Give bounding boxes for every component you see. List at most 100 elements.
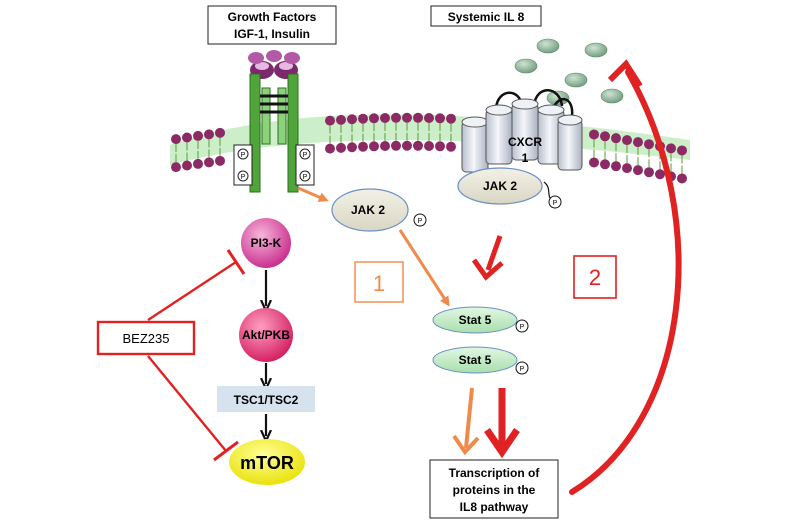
growth-factors-subtitle: IGF-1, Insulin — [234, 27, 310, 41]
cxcr-label: CXCR — [508, 135, 542, 149]
svg-text:2: 2 — [589, 265, 601, 290]
lipid-head — [435, 141, 445, 152]
lipid-head — [589, 129, 599, 140]
lipid-head — [325, 143, 335, 154]
lipid-head — [369, 113, 379, 124]
svg-text:mTOR: mTOR — [240, 453, 294, 473]
phospho-label: P — [303, 152, 308, 159]
growth-factor-receptor: P P P P — [233, 50, 315, 193]
phospho-label: P — [241, 174, 246, 181]
lipid-head — [644, 167, 654, 178]
lipid-head — [622, 163, 632, 174]
cxcr1-receptor: CXCR 1 JAK 2 P — [457, 89, 583, 209]
svg-text:Stat 5: Stat 5 — [459, 313, 492, 327]
svg-text:1: 1 — [373, 271, 385, 296]
svg-text:Akt/PKB: Akt/PKB — [242, 328, 290, 342]
lipid-head — [600, 131, 610, 142]
lipid-head — [171, 134, 181, 145]
lipid-head — [380, 140, 390, 151]
red-feedback-arrow — [569, 59, 682, 495]
il8-particle — [600, 88, 624, 104]
lipid-head — [424, 112, 434, 123]
akt-node: Akt/PKB — [239, 308, 293, 362]
svg-text:Stat 5: Stat 5 — [459, 353, 492, 367]
bez235-inhibitor: BEZ235 — [96, 249, 246, 462]
jak2-receptor-bound — [457, 167, 543, 205]
systemic-il8-label: Systemic IL 8 — [430, 5, 542, 27]
growth-factors-label: Growth Factors IGF-1, Insulin — [207, 5, 337, 45]
mtor-node: mTOR — [229, 439, 305, 485]
stat5-phosphorylated-bottom: Stat 5 P — [432, 346, 529, 375]
lipid-head — [204, 129, 214, 140]
lipid-head — [611, 161, 621, 172]
lipid-head — [633, 137, 643, 148]
jak2-free: JAK 2 P — [331, 188, 427, 232]
svg-text:IL8 pathway: IL8 pathway — [460, 500, 529, 514]
orange-arrow-to-transcription — [452, 387, 480, 456]
transcription-box: Transcription of proteins in the IL8 pat… — [429, 459, 559, 519]
path-1-box: 1 — [354, 261, 404, 303]
lipid-head — [193, 130, 203, 141]
lipid-head — [347, 114, 357, 125]
cxcr-label-number: 1 — [522, 151, 529, 165]
tsc-node: TSC1/TSC2 — [217, 386, 315, 412]
lipid-head — [215, 127, 225, 138]
arrow-jak2-to-stat5 — [398, 229, 450, 307]
phospho-label: P — [553, 200, 558, 207]
svg-text:PI3-K: PI3-K — [251, 236, 282, 250]
lipid-head — [336, 142, 346, 153]
svg-text:Systemic IL 8: Systemic IL 8 — [448, 10, 525, 24]
lipid-head — [182, 160, 192, 171]
lipid-head — [391, 140, 401, 151]
il8-particle — [514, 58, 538, 74]
lipid-head — [666, 143, 676, 154]
lipid-head — [611, 133, 621, 144]
lipid-head — [446, 113, 456, 124]
lipid-head — [358, 113, 368, 124]
path-2-box: 2 — [573, 255, 617, 299]
lipid-head — [413, 112, 423, 123]
lipid-head — [182, 132, 192, 143]
growth-factors-title: Growth Factors — [228, 10, 317, 24]
lipid-head — [347, 142, 357, 153]
lipid-head — [413, 140, 423, 151]
lipid-head — [193, 158, 203, 169]
svg-text:BEZ235: BEZ235 — [123, 331, 170, 346]
lipid-head — [369, 141, 379, 152]
lipid-head — [435, 113, 445, 124]
phospho-label: P — [303, 174, 308, 181]
svg-text:JAK 2: JAK 2 — [483, 179, 517, 193]
phospho-label: P — [241, 152, 246, 159]
lipid-head — [589, 157, 599, 168]
lipid-head — [424, 140, 434, 151]
phospho-label: P — [418, 218, 423, 225]
lipid-head — [677, 145, 687, 156]
lipid-head — [380, 112, 390, 123]
svg-text:TSC1/TSC2: TSC1/TSC2 — [234, 393, 299, 407]
il8-particle — [584, 42, 608, 58]
red-arrow-to-transcription — [484, 388, 520, 459]
pi3k-node: PI3-K — [241, 218, 291, 268]
lipid-head — [336, 114, 346, 125]
lipid-head — [633, 165, 643, 176]
lipid-head — [358, 141, 368, 152]
lipid-head — [600, 159, 610, 170]
lipid-head — [171, 162, 181, 173]
lipid-head — [325, 115, 335, 126]
lipid-head — [402, 140, 412, 151]
lipid-head — [391, 112, 401, 123]
lipid-head — [402, 112, 412, 123]
lipid-head — [622, 135, 632, 146]
lipid-head — [446, 141, 456, 152]
red-arrow-cxcr-down — [471, 235, 504, 281]
il8-particle — [546, 90, 570, 106]
svg-text:proteins in the: proteins in the — [453, 483, 536, 497]
stat5-phosphorylated-top: Stat 5 P — [432, 306, 529, 334]
lipid-head — [677, 173, 687, 184]
svg-text:Transcription of: Transcription of — [449, 466, 541, 480]
lipid-head — [215, 155, 225, 166]
phospho-label: P — [520, 324, 525, 331]
arrow-receptor-to-jak2 — [297, 186, 329, 202]
